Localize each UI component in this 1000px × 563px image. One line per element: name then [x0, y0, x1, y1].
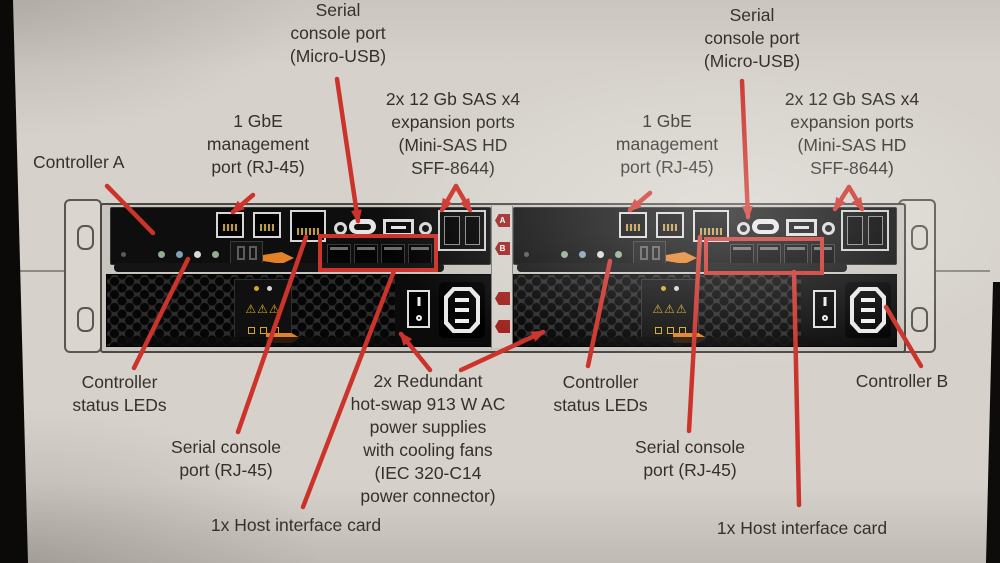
- power-supplies-label: 2x Redundant hot-swap 913 W AC power sup…: [350, 371, 506, 506]
- controller-status-leds-b-label: Controller status LEDs: [553, 372, 648, 415]
- micro-usb-port: [349, 219, 376, 234]
- screw: [524, 252, 529, 257]
- center-divider: [491, 206, 513, 348]
- controller-b-module: [513, 207, 897, 267]
- background-rule-right: [934, 270, 990, 272]
- seven-segment-display: [633, 241, 666, 264]
- slot-marker: [495, 292, 510, 305]
- slot-marker-a: A: [495, 214, 510, 227]
- status-led: [194, 251, 201, 258]
- button: [419, 222, 432, 235]
- background-rule-left: [14, 270, 66, 272]
- usb-a-port: [383, 219, 414, 236]
- button: [334, 222, 347, 235]
- warning-icons: ⚠⚠⚠: [652, 302, 688, 316]
- gbe-management-a-label: 1 GbE management port (RJ-45): [206, 111, 310, 177]
- ear-slot: [77, 225, 94, 250]
- screw: [121, 252, 126, 257]
- label-leds: [661, 286, 679, 291]
- warning-icons: ⚠⚠⚠: [245, 302, 281, 316]
- power-switch: [813, 290, 836, 328]
- sas-expansion-b-label: 2x 12 Gb SAS x4 expansion ports (Mini-SA…: [784, 89, 920, 178]
- controller-a-label: Controller A: [33, 152, 125, 172]
- ear-slot: [911, 225, 928, 250]
- host-interface-card-b-label: 1x Host interface card: [716, 518, 888, 538]
- label-pictograms: [247, 327, 279, 334]
- controller-handle: [517, 263, 847, 272]
- status-led: [615, 251, 622, 258]
- sas-expansion-ports: [438, 210, 486, 251]
- status-led: [597, 251, 604, 258]
- ethernet-port-p2: [253, 212, 281, 238]
- power-supply-b: ⚠⚠⚠: [513, 274, 897, 347]
- controller-status-leds-a-label: Controller status LEDs: [72, 372, 167, 415]
- host-interface-card-a-label: 1x Host interface card: [210, 515, 382, 535]
- mini-sas-port-1: [444, 216, 460, 245]
- seven-segment-display: [230, 241, 263, 264]
- label-leds: [254, 286, 272, 291]
- label-pictograms: [654, 327, 686, 334]
- psu-warning-label: ⚠⚠⚠: [641, 279, 699, 341]
- mini-sas-port-2: [867, 216, 883, 245]
- psu-warning-label: ⚠⚠⚠: [234, 279, 292, 341]
- sas-expansion-a-label: 2x 12 Gb SAS x4 expansion ports (Mini-SA…: [385, 89, 521, 178]
- button: [737, 222, 750, 235]
- serial-rj45-port: [693, 210, 729, 242]
- mini-sas-port-1: [847, 216, 863, 245]
- serial-console-rj45-a-label: Serial console port (RJ-45): [171, 437, 281, 480]
- button: [822, 222, 835, 235]
- power-supply-a: ⚠⚠⚠: [106, 274, 491, 347]
- rack-ear-left: [64, 199, 102, 353]
- controller-handle: [114, 263, 444, 272]
- status-led: [212, 251, 219, 258]
- gbe-management-b-label: 1 GbE management port (RJ-45): [615, 111, 719, 177]
- controller-b-label: Controller B: [855, 371, 949, 391]
- serial-console-microusb-b-label: Serial console port (Micro-USB): [703, 5, 801, 71]
- psu-handle: [117, 337, 417, 346]
- slot-marker-b: B: [495, 242, 510, 255]
- usb-a-port: [786, 219, 817, 236]
- ear-slot: [911, 307, 928, 332]
- serial-rj45-port: [290, 210, 326, 242]
- mini-sas-port-2: [464, 216, 480, 245]
- power-switch: [407, 290, 430, 328]
- ear-slot: [77, 307, 94, 332]
- ethernet-port-p2: [656, 212, 684, 238]
- status-led: [579, 251, 586, 258]
- micro-usb-port: [752, 219, 779, 234]
- sas-expansion-ports: [841, 210, 889, 251]
- controller-a-module: [110, 207, 491, 267]
- serial-console-microusb-a-label: Serial console port (Micro-USB): [289, 0, 387, 66]
- status-led: [561, 251, 568, 258]
- ethernet-port-p1: [619, 212, 647, 238]
- serial-console-rj45-b-label: Serial console port (RJ-45): [635, 437, 745, 480]
- iec-c14-inlet: [845, 282, 891, 338]
- ethernet-port-p1: [216, 212, 244, 238]
- status-led: [176, 251, 183, 258]
- iec-c14-inlet: [439, 282, 485, 338]
- status-led: [158, 251, 165, 258]
- psu-handle: [524, 337, 824, 346]
